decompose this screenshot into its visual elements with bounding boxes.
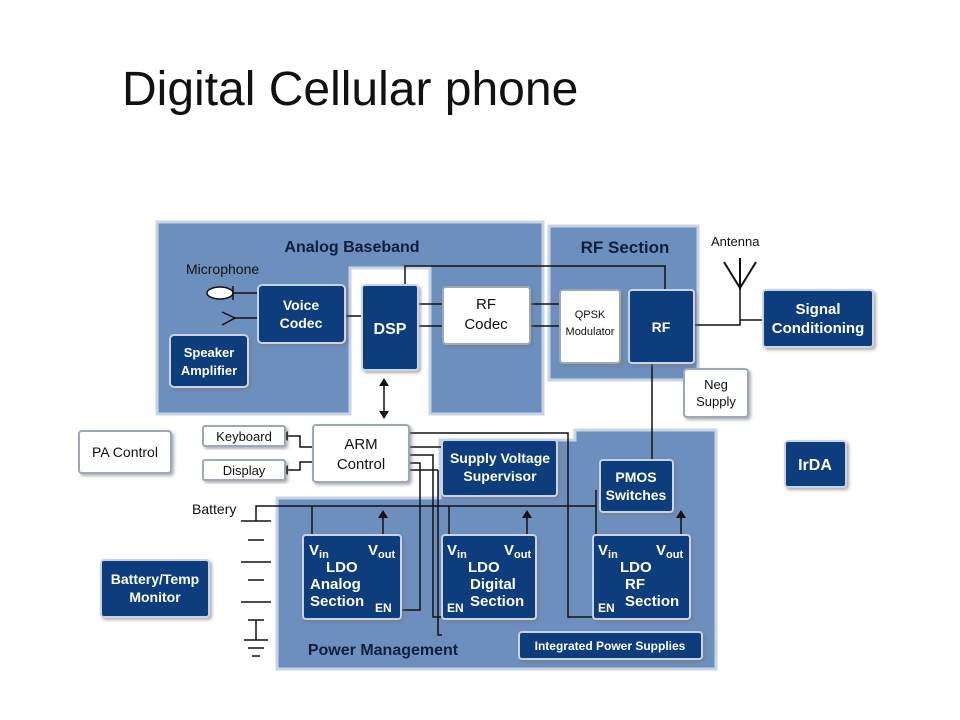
svg-text:Voice: Voice	[283, 297, 320, 313]
power-management-header: Power Management	[308, 642, 459, 659]
svg-text:Switches: Switches	[606, 487, 667, 503]
display-block: Display	[202, 459, 286, 481]
ldo-rf-block: Vin Vout LDO RF Section EN	[592, 534, 691, 620]
svg-text:RF: RF	[625, 576, 645, 593]
svg-text:QPSK: QPSK	[575, 309, 606, 321]
arrowheads	[281, 378, 686, 518]
rf-codec-block: RF Codec	[442, 286, 531, 345]
wiring	[255, 265, 765, 636]
svg-text:Codec: Codec	[280, 315, 323, 331]
svg-text:EN: EN	[598, 601, 615, 615]
integrated-power-supplies-block: Integrated Power Supplies	[518, 631, 703, 660]
svg-text:Vin: Vin	[598, 542, 618, 561]
antenna-icon	[723, 258, 757, 290]
page-title: Digital Cellular phone	[122, 63, 579, 116]
svg-text:Control: Control	[337, 456, 385, 473]
svg-text:Vout: Vout	[656, 542, 683, 561]
svg-text:Display: Display	[223, 463, 266, 478]
battery-icon	[241, 520, 271, 657]
irda-block: IrDA	[784, 440, 847, 488]
arm-control-block: ARM Control	[312, 424, 410, 483]
svg-text:Signal: Signal	[795, 301, 840, 318]
rf-section-header: RF Section	[581, 238, 670, 257]
svg-text:PA Control: PA Control	[92, 444, 158, 460]
battery-label: Battery	[192, 501, 236, 517]
svg-text:RF: RF	[476, 296, 496, 313]
svg-text:Vin: Vin	[309, 542, 329, 561]
svg-text:Monitor: Monitor	[129, 589, 181, 605]
antenna-label: Antenna	[711, 234, 760, 249]
supply-voltage-supervisor-block: Supply Voltage Supervisor	[441, 439, 558, 497]
svg-text:RF: RF	[652, 319, 671, 335]
svg-text:LDO: LDO	[326, 559, 358, 576]
svg-text:LDO: LDO	[468, 559, 500, 576]
svg-text:Integrated Power Supplies: Integrated Power Supplies	[535, 639, 686, 653]
svg-text:Battery/Temp: Battery/Temp	[111, 571, 199, 587]
signal-conditioning-block: Signal Conditioning	[762, 289, 874, 348]
svg-text:LDO: LDO	[620, 559, 652, 576]
svg-text:Amplifier: Amplifier	[181, 363, 237, 378]
pa-control-block: PA Control	[78, 430, 172, 474]
svg-text:ARM: ARM	[344, 436, 377, 453]
svg-text:Digital: Digital	[470, 576, 516, 593]
dsp-block: DSP	[361, 284, 419, 371]
microphone-label: Microphone	[186, 261, 259, 277]
svg-text:EN: EN	[447, 601, 464, 615]
keyboard-block: Keyboard	[202, 425, 286, 447]
analog-baseband-header: Analog Baseband	[284, 239, 419, 256]
ldo-analog-block: Vin Vout LDO Analog Section EN	[302, 534, 402, 620]
microphone-icon	[206, 286, 258, 326]
svg-text:Conditioning: Conditioning	[772, 320, 864, 337]
svg-text:Section: Section	[470, 593, 524, 610]
svg-text:Vin: Vin	[447, 542, 467, 561]
analog-baseband-panel	[155, 220, 545, 416]
voice-codec-block: Voice Codec	[257, 284, 346, 344]
svg-text:Modulator: Modulator	[566, 326, 615, 338]
svg-text:PMOS: PMOS	[615, 469, 656, 485]
svg-text:Vout: Vout	[504, 542, 531, 561]
svg-text:Section: Section	[625, 593, 679, 610]
svg-text:Codec: Codec	[464, 316, 508, 333]
battery-temp-monitor-block: Battery/Temp Monitor	[100, 559, 210, 618]
rf-block: RF	[628, 289, 695, 364]
qpsk-modulator-block: QPSK Modulator	[559, 289, 621, 364]
ldo-digital-block: Vin Vout LDO Digital Section EN	[441, 534, 537, 620]
pmos-switches-block: PMOS Switches	[599, 459, 674, 513]
neg-supply-block: Neg Supply	[683, 368, 749, 418]
svg-text:Speaker: Speaker	[184, 345, 235, 360]
speaker-amplifier-block: Speaker Amplifier	[169, 334, 249, 388]
svg-text:Supply: Supply	[696, 394, 736, 409]
svg-text:Analog: Analog	[310, 576, 361, 593]
svg-text:DSP: DSP	[374, 321, 407, 338]
svg-text:Vout: Vout	[368, 542, 395, 561]
svg-text:Keyboard: Keyboard	[216, 429, 272, 444]
svg-text:IrDA: IrDA	[798, 457, 832, 474]
svg-text:EN: EN	[375, 601, 392, 615]
svg-text:Neg: Neg	[704, 377, 728, 392]
svg-text:Supervisor: Supervisor	[463, 468, 537, 484]
svg-text:Section: Section	[310, 593, 364, 610]
svg-text:Supply Voltage: Supply Voltage	[450, 450, 550, 466]
